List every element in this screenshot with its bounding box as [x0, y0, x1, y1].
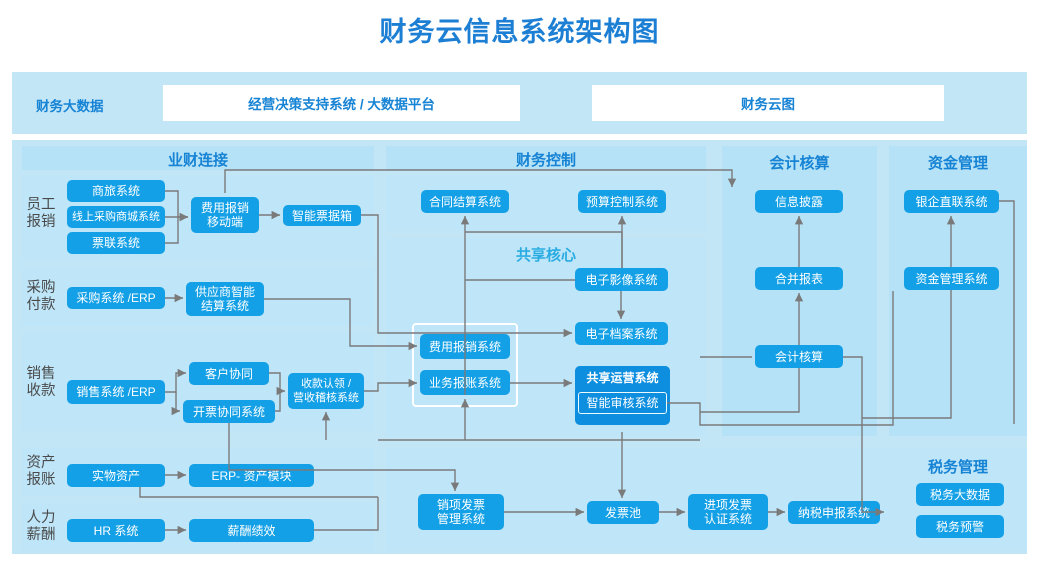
- row-label-hr-payroll: 人力 薪酬: [18, 510, 64, 544]
- row-label-line1: 采购: [26, 280, 56, 296]
- row-label-procurement-payment: 采购 付款: [18, 280, 64, 314]
- node-electronic-image-system[interactable]: 电子影像系统: [575, 268, 668, 291]
- node-sales-erp[interactable]: 销售系统 /ERP: [67, 380, 165, 404]
- node-tax-declaration-system[interactable]: 纳税申报系统: [788, 501, 880, 524]
- panel-financial-control-title: [386, 146, 706, 170]
- node-payroll-performance[interactable]: 薪酬绩效: [189, 519, 314, 542]
- node-invoice-pool[interactable]: 发票池: [587, 501, 659, 524]
- row-label-line1: 人力: [26, 510, 56, 526]
- panel-business-finance-title: [22, 146, 374, 170]
- node-electronic-archive-system[interactable]: 电子档案系统: [575, 322, 668, 345]
- row-label-line2: 报账: [26, 472, 56, 488]
- node-budget-control-system[interactable]: 预算控制系统: [578, 190, 666, 213]
- row-label-line1: 销售: [26, 366, 56, 382]
- node-input-invoice-line1: 进项发票: [703, 498, 752, 512]
- node-contract-settlement-system[interactable]: 合同结算系统: [421, 190, 509, 213]
- row-label-line2: 报销: [26, 214, 56, 230]
- row-label-line2: 收款: [26, 383, 56, 399]
- node-merged-report[interactable]: 合并报表: [755, 267, 843, 290]
- node-tax-warning[interactable]: 税务预警: [916, 515, 1004, 538]
- node-expense-reimbursement-system[interactable]: 费用报销系统: [420, 334, 510, 359]
- node-business-accounting-system[interactable]: 业务报账系统: [420, 370, 510, 395]
- row-label-line2: 付款: [26, 297, 56, 313]
- node-hr-system[interactable]: HR 系统: [67, 519, 165, 542]
- node-online-purchase-mall[interactable]: 线上采购商城系统: [67, 206, 165, 228]
- node-output-invoice-management-system[interactable]: 销项发票 管理系统: [418, 494, 504, 530]
- node-smart-audit-system[interactable]: 智能审核系统: [578, 392, 667, 414]
- row-label-sales-collection: 销售 收款: [18, 366, 64, 400]
- column-title-financial-control: 财务控制: [515, 152, 576, 169]
- node-expense-mobile-line2: 移动端: [206, 215, 243, 229]
- node-output-invoice-line1: 销项发票: [436, 498, 485, 512]
- top-band-label: 财务大数据: [36, 99, 104, 114]
- column-title-accounting: 会计核算: [769, 155, 830, 172]
- row-label-line1: 员工: [26, 197, 56, 213]
- node-physical-asset[interactable]: 实物资产: [67, 464, 165, 487]
- node-input-invoice-line2: 认证系统: [703, 512, 752, 526]
- page-title: 财务云信息系统架构图: [379, 17, 660, 47]
- node-information-disclosure[interactable]: 信息披露: [755, 190, 843, 213]
- node-shared-operations-system[interactable]: 共享运营系统: [575, 366, 670, 389]
- node-ticket-union-system[interactable]: 票联系统: [67, 232, 165, 254]
- node-receipt-claim-line2: 营收稽核系统: [293, 392, 359, 404]
- node-expense-mobile-line1: 费用报销: [200, 201, 249, 215]
- node-supplier-settle-line1: 供应商智能: [194, 285, 255, 299]
- column-title-fund-management: 资金管理: [927, 155, 988, 172]
- node-receipt-claim-revenue-audit[interactable]: 收款认领 / 营收稽核系统: [288, 373, 364, 409]
- node-output-invoice-line2: 管理系统: [436, 512, 485, 526]
- top-box-bigdata-platform[interactable]: 经营决策支持系统 / 大数据平台: [163, 85, 520, 121]
- row-label-line1: 资产: [26, 455, 56, 471]
- node-customer-collaboration[interactable]: 客户协同: [189, 362, 269, 385]
- node-expense-mobile[interactable]: 费用报销 移动端: [191, 197, 259, 233]
- node-supplier-smart-settlement[interactable]: 供应商智能 结算系统: [186, 282, 264, 316]
- node-purchase-erp[interactable]: 采购系统 /ERP: [67, 287, 165, 309]
- node-supplier-settle-line2: 结算系统: [200, 299, 249, 313]
- node-bank-enterprise-direct-link[interactable]: 银企直联系统: [904, 190, 999, 213]
- node-fund-management-system[interactable]: 资金管理系统: [904, 267, 999, 290]
- section-title-shared-core: 共享核心: [515, 247, 576, 264]
- top-box-finance-cloud-map[interactable]: 财务云图: [592, 85, 944, 121]
- column-title-business-finance: 业财连接: [167, 152, 228, 169]
- node-smart-invoice-box[interactable]: 智能票据箱: [283, 205, 361, 226]
- node-accounting-calculation[interactable]: 会计核算: [755, 345, 843, 368]
- node-input-invoice-certification-system[interactable]: 进项发票 认证系统: [688, 494, 768, 530]
- node-tax-bigdata[interactable]: 税务大数据: [916, 483, 1004, 506]
- row-label-asset-accounting: 资产 报账: [18, 455, 64, 489]
- row-label-employee-reimbursement: 员工 报销: [18, 197, 64, 231]
- node-travel-system[interactable]: 商旅系统: [67, 180, 165, 202]
- node-receipt-claim-line1: 收款认领 /: [300, 378, 352, 390]
- column-title-tax-management: 税务管理: [927, 459, 988, 476]
- node-erp-asset-module[interactable]: ERP- 资产模块: [189, 464, 314, 487]
- row-label-line2: 薪酬: [26, 527, 56, 543]
- node-invoice-collaboration-system[interactable]: 开票协同系统: [183, 400, 275, 423]
